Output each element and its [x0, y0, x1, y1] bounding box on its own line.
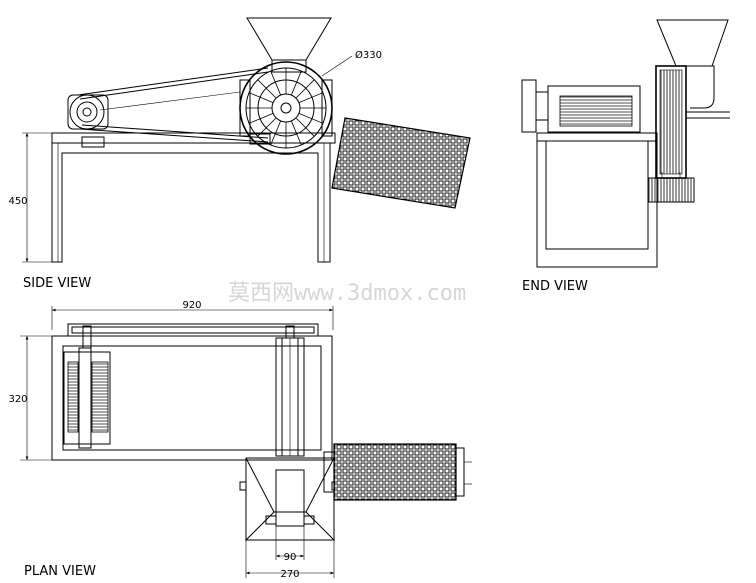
- plan-view-label: PLAN VIEW: [24, 564, 96, 579]
- side-height-value: 450: [8, 196, 27, 207]
- rotor-spoke: [290, 70, 302, 96]
- plan-motor: [63, 325, 111, 449]
- rotor-spoke: [270, 120, 282, 146]
- plan-view: 920: [8, 300, 472, 580]
- plan-width-dimension: 320: [8, 335, 52, 461]
- rotor-diameter-value: Ø330: [355, 49, 382, 61]
- outlet-width-value: 90: [284, 552, 297, 563]
- plan-length-value: 920: [182, 300, 201, 311]
- rotor-spoke: [298, 112, 324, 124]
- outlet-width-dimension: 90: [275, 526, 305, 563]
- rotor-spoke: [295, 117, 315, 137]
- side-table-top: [51, 132, 336, 144]
- rotor-spoke: [248, 112, 274, 124]
- rotor-spoke: [257, 117, 277, 137]
- rotor-spoke: [248, 92, 274, 104]
- hopper-width-dimension: 270: [245, 540, 335, 580]
- rotor-spoke: [295, 79, 315, 99]
- watermark-text: 莫西网www.3dmox.com: [228, 281, 466, 306]
- plan-rotor-shaft: [275, 325, 305, 457]
- side-hopper: [246, 17, 332, 73]
- side-table-frame: [51, 143, 331, 263]
- side-motor-pulley: [67, 94, 109, 130]
- plan-hopper: [239, 457, 339, 541]
- side-rotor: [239, 61, 333, 155]
- rotor-diameter-callout: Ø330: [321, 49, 382, 77]
- rotor-spoke: [290, 120, 302, 146]
- side-screen-mesh: [331, 117, 471, 209]
- plan-width-value: 320: [8, 394, 27, 405]
- rotor-spoke: [298, 92, 324, 104]
- hopper-width-value: 270: [280, 569, 299, 580]
- rotor-spoke: [257, 79, 277, 99]
- side-view: 450 Ø330 SIDE VIEW: [8, 17, 471, 291]
- end-view: END VIEW: [521, 19, 730, 294]
- side-height-dimension: 450: [8, 132, 52, 263]
- plan-length-dimension: 920: [51, 300, 334, 330]
- side-view-label: SIDE VIEW: [23, 276, 91, 291]
- plan-screen-mesh: [323, 443, 472, 501]
- rotor-spoke: [270, 70, 282, 96]
- side-belt: [77, 67, 269, 143]
- end-view-label: END VIEW: [522, 279, 588, 294]
